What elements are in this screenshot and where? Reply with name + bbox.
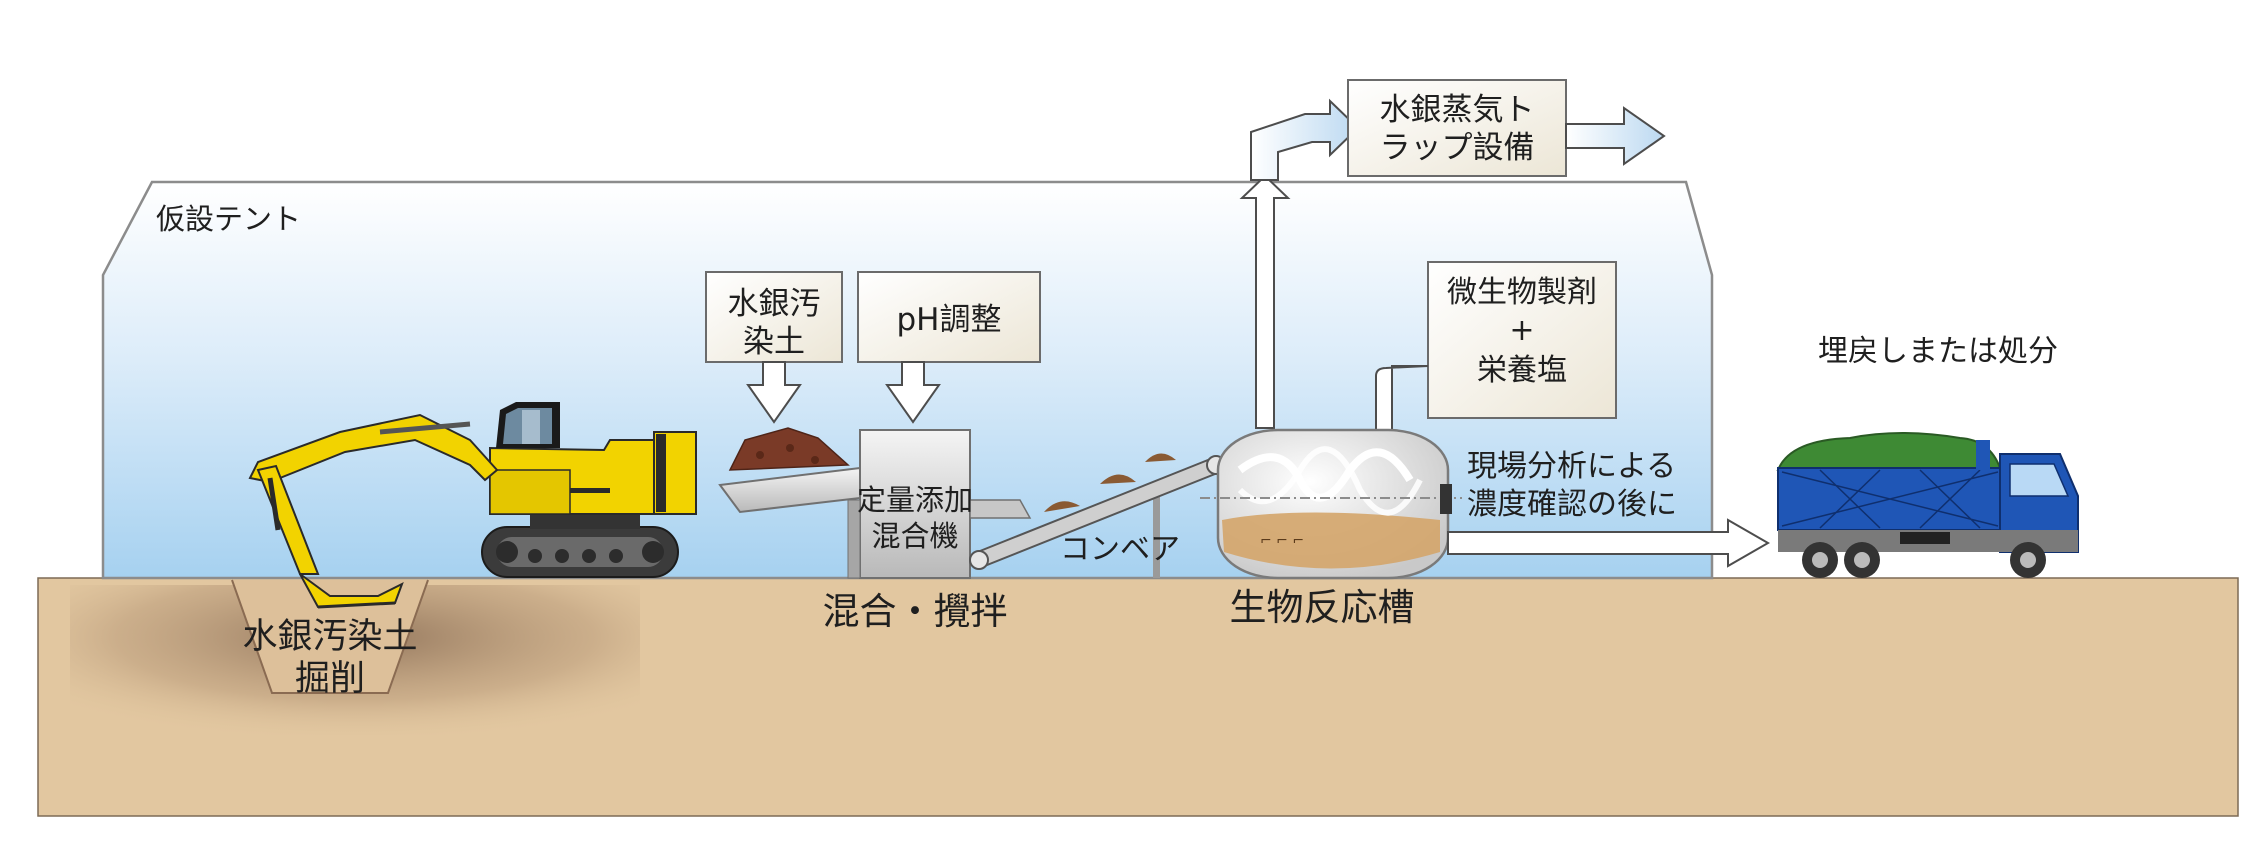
soil-input-line2: 染土	[743, 324, 805, 360]
to-disposal-arrow	[1447, 518, 1771, 568]
excavation-label-line1: 水銀汚染土	[242, 617, 417, 657]
vapor-up-arrow	[1239, 174, 1291, 429]
disposal-label: 埋戻しまたは処分	[1818, 334, 2058, 369]
bioreactor-stage-label: 生物反応槽	[1230, 586, 1415, 629]
svg-text:⌐ ⌐ ⌐: ⌐ ⌐ ⌐	[1260, 533, 1304, 549]
dump-truck-icon	[1776, 432, 2079, 578]
conveyor-icon: コンベア	[969, 453, 1226, 578]
soil-input-box: 水銀汚 染土	[705, 271, 843, 363]
bioreactor-tank-icon: ⌐ ⌐ ⌐	[1200, 428, 1462, 580]
tent-label: 仮設テント	[156, 202, 301, 236]
mixer-label-line1: 定量添加	[857, 483, 973, 517]
microbe-line2: +	[1509, 313, 1534, 348]
analysis-line1: 現場分析による	[1467, 449, 1676, 484]
excavator-icon	[248, 402, 697, 609]
mixer-machine: 定量添加 混合機	[718, 427, 1032, 579]
trap-output-arrow	[1565, 106, 1666, 166]
ph-input-arrow	[885, 361, 941, 424]
ph-adjust-box: pH調整	[857, 271, 1041, 363]
analysis-line2: 濃度確認の後に	[1467, 487, 1677, 522]
mercury-trap-box: 水銀蒸気ト ラップ設備	[1347, 79, 1567, 177]
soil-input-line1: 水銀汚	[728, 286, 821, 322]
ph-adjust-label: pH調整	[897, 302, 1002, 338]
trap-label-line1: 水銀蒸気ト	[1380, 92, 1535, 128]
mixer-label-line2: 混合機	[871, 519, 958, 553]
vapor-to-trap-arrow	[1250, 98, 1360, 181]
soil-input-arrow	[746, 361, 802, 424]
excavation-pit: 水銀汚染土 掘削	[70, 579, 640, 735]
microbe-nutrient-box: 微生物製剤 + 栄養塩	[1427, 261, 1617, 419]
excavation-label-line2: 掘削	[295, 659, 365, 699]
trap-label-line2: ラップ設備	[1380, 130, 1535, 166]
conveyor-label: コンベア	[1060, 532, 1180, 567]
mixing-stage-label: 混合・攪拌	[823, 590, 1008, 633]
microbe-line3: 栄養塩	[1477, 353, 1567, 388]
microbe-line1: 微生物製剤	[1447, 275, 1597, 310]
